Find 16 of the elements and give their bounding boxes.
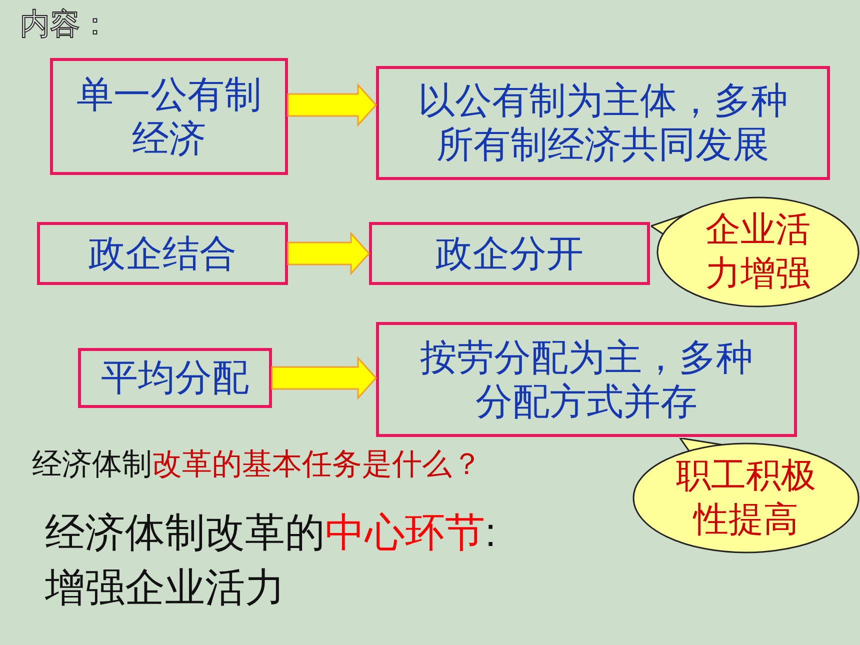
text-line: :	[485, 510, 496, 556]
text-box: 政企结合	[37, 222, 288, 285]
text-box: 按劳分配为主，多种分配方式并存	[376, 322, 797, 437]
text-box: 平均分配	[78, 348, 272, 408]
text-line: 经济体制	[32, 447, 152, 483]
text-line: 经济体制改革的	[45, 510, 325, 556]
heading: 内容：	[20, 7, 110, 43]
text-box: 政企分开	[369, 222, 650, 285]
text-box: 单一公有制经济	[50, 58, 288, 175]
block-arrow	[287, 83, 377, 127]
text-box: 以公有制为主体，多种所有制经济共同发展	[376, 66, 830, 180]
text-line: 增强企业活力	[45, 565, 285, 611]
block-arrow	[287, 232, 370, 276]
text-line: 中心环节	[325, 510, 485, 556]
block-arrow	[271, 356, 377, 400]
text-line: 改革的基本任务是什么？	[152, 447, 482, 483]
